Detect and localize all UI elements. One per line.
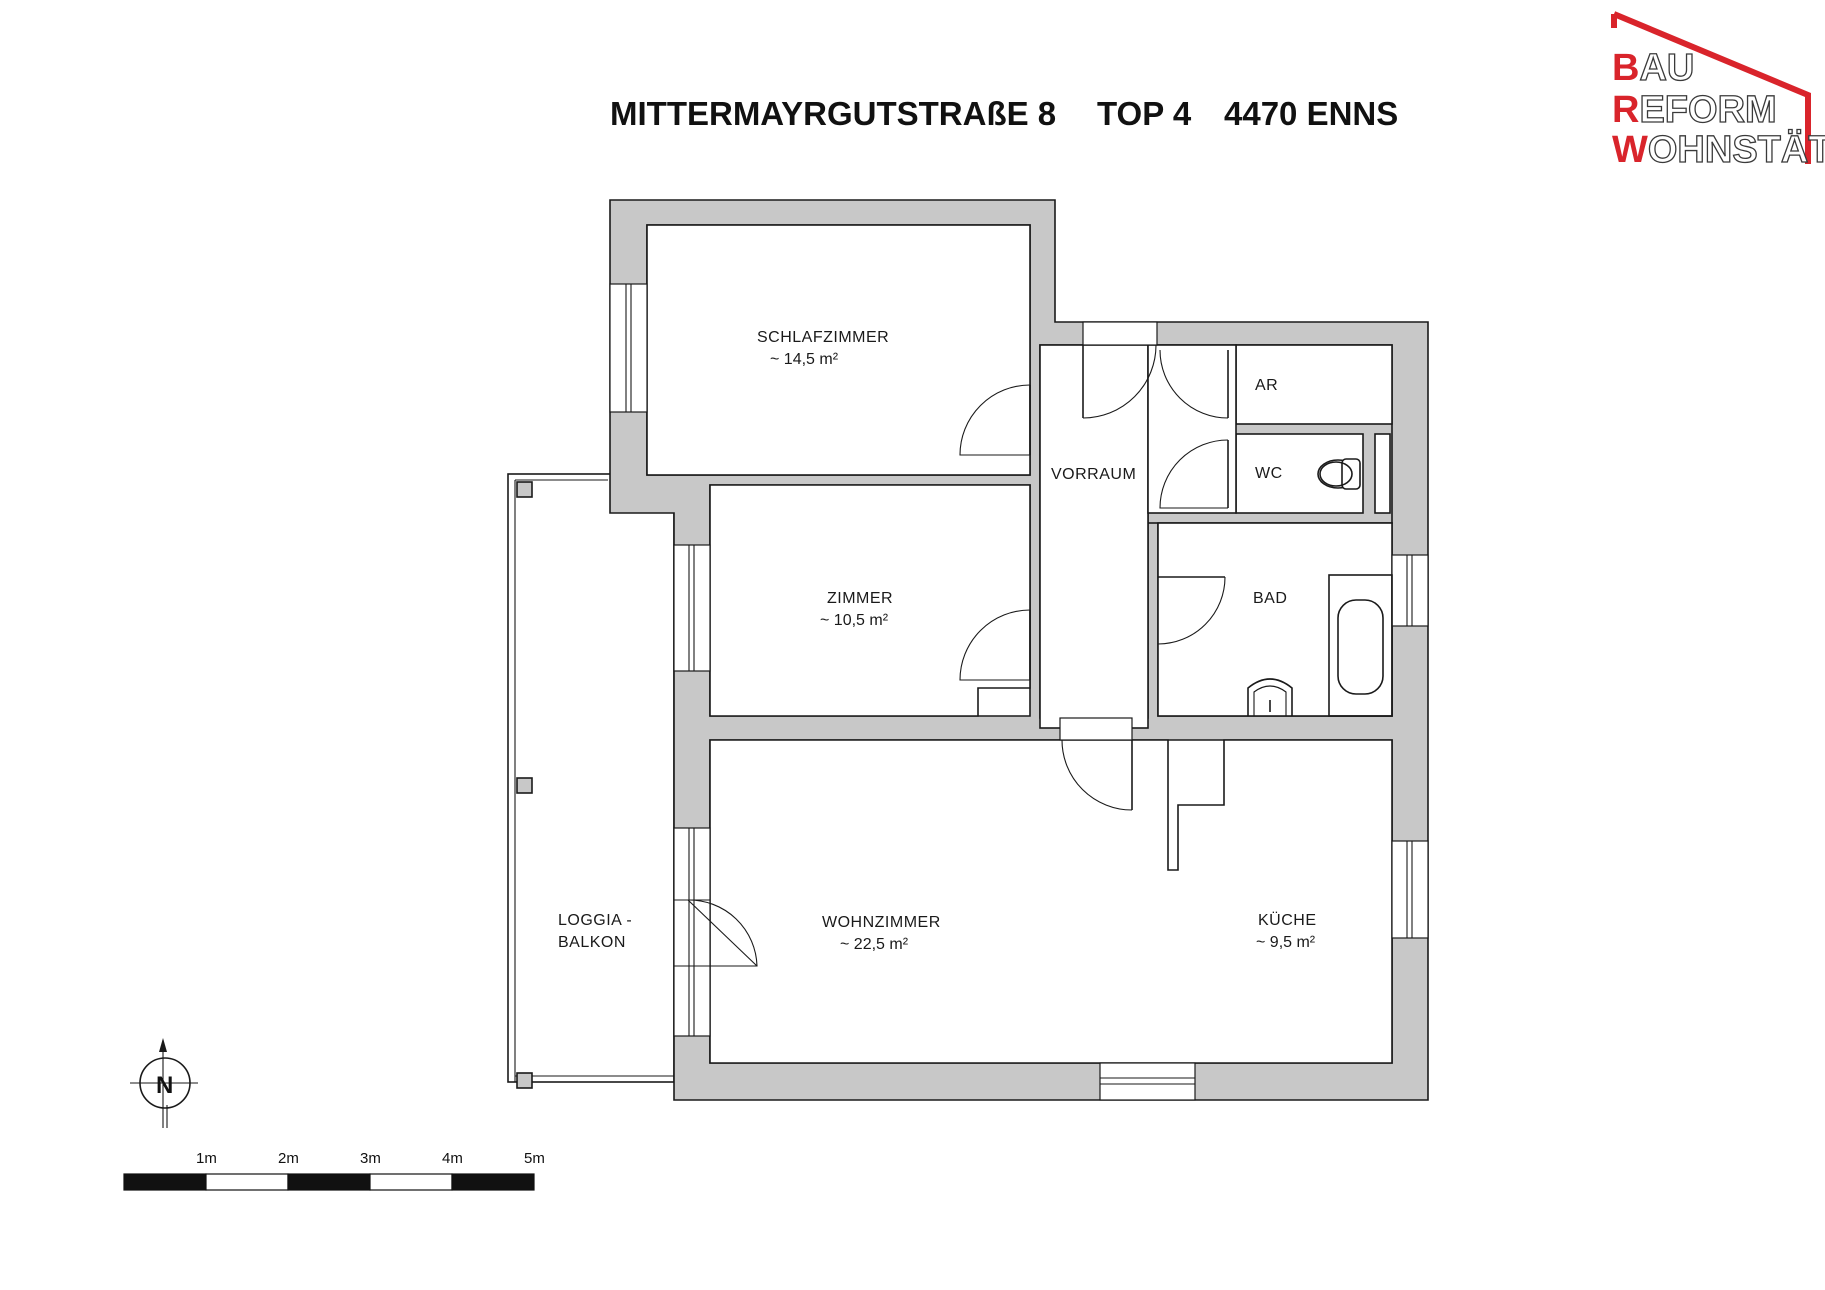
wc-shaft — [1374, 433, 1391, 514]
label-vorraum: VORRAUM — [1051, 466, 1136, 483]
label-loggia-1: LOGGIA - — [558, 912, 632, 929]
label-loggia-2: BALKON — [558, 934, 626, 951]
window — [1099, 1062, 1196, 1101]
door-swing-icon — [1159, 439, 1229, 509]
area-zimmer: ~ 10,5 m² — [820, 612, 889, 629]
windows — [609, 283, 1429, 1101]
area-wohnzimmer: ~ 22,5 m² — [840, 936, 909, 953]
room-zimmer — [709, 484, 1031, 717]
label-bad: BAD — [1253, 590, 1287, 607]
label-wohnzimmer: WOHNZIMMER — [822, 914, 941, 931]
window — [1391, 554, 1429, 627]
area-kueche: ~ 9,5 m² — [1256, 934, 1316, 951]
scale-bar: 1m 2m 3m 4m 5m — [123, 1150, 545, 1191]
bathtub-icon — [1328, 574, 1393, 717]
title-unit: TOP 4 — [1097, 95, 1192, 132]
logo-line-2: REFORM — [1612, 89, 1777, 131]
loggia-post — [516, 481, 533, 498]
scale-label: 2m — [278, 1150, 299, 1167]
room-bad — [1157, 522, 1393, 717]
washbasin-icon — [1247, 678, 1293, 716]
window — [609, 283, 648, 413]
door-swing-icon — [1082, 344, 1157, 419]
door-swing-icon — [959, 384, 1031, 456]
door-swing-icon — [1061, 739, 1133, 811]
label-zimmer: ZIMMER — [827, 590, 893, 607]
label-ar: AR — [1255, 377, 1278, 394]
north-label: N — [156, 1072, 173, 1099]
north-arrow-icon: N — [130, 1038, 198, 1128]
logo-line-1: BAU — [1612, 47, 1694, 89]
door-swing-icon — [687, 899, 758, 967]
room-vorraum — [1039, 344, 1149, 729]
title-city: 4470 ENNS — [1224, 95, 1398, 132]
room-labels: SCHLAFZIMMER ~ 14,5 m² ZIMMER ~ 10,5 m² … — [558, 329, 1317, 953]
logo-roof-icon — [1612, 11, 1811, 164]
label-kueche: KÜCHE — [1258, 911, 1317, 929]
loggia-post — [516, 777, 533, 794]
page-title: MITTERMAYRGUTSTRAßE 8 TOP 4 4470 ENNS — [610, 95, 1398, 132]
company-logo: BAU REFORM WOHNSTÄTTE — [1611, 11, 1825, 172]
room-schlafzimmer — [646, 224, 1031, 476]
window — [1391, 840, 1429, 939]
room-wohnzimmer-kueche — [709, 739, 1393, 1064]
door-swing-icon — [1159, 349, 1229, 419]
loggia-balcony — [507, 473, 675, 1089]
scale-label: 5m — [524, 1150, 545, 1167]
label-schlafzimmer: SCHLAFZIMMER — [757, 329, 889, 346]
scale-label: 1m — [196, 1150, 217, 1167]
door-swing-icon — [1157, 576, 1226, 645]
door-swing-icon — [959, 609, 1031, 681]
title-street: MITTERMAYRGUTSTRAßE 8 — [610, 95, 1056, 132]
sanitary-fixtures — [1247, 458, 1393, 717]
entrance-door-frame — [1082, 321, 1158, 346]
doors — [687, 344, 1229, 967]
area-schlafzimmer: ~ 14,5 m² — [770, 351, 839, 368]
logo-line-3: WOHNSTÄTTE — [1612, 128, 1825, 171]
balcony-door-window — [673, 827, 711, 1037]
label-wc: WC — [1255, 465, 1283, 482]
loggia-post — [516, 1072, 533, 1089]
window — [673, 544, 711, 672]
door-frame — [1059, 717, 1133, 741]
scale-label: 3m — [360, 1150, 381, 1167]
scale-label: 4m — [442, 1150, 463, 1167]
